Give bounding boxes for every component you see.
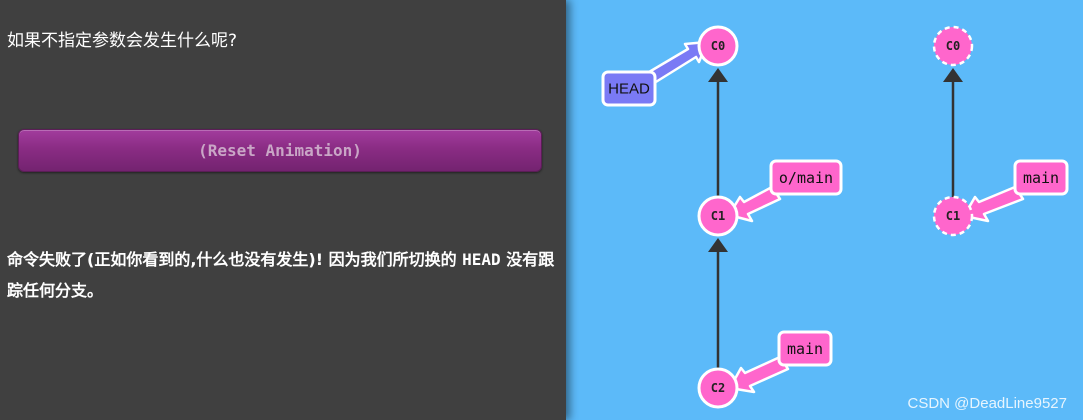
o-main-pointer-arrow — [727, 185, 782, 223]
explanation-text-part2: 没有跟踪任何分支。 — [7, 250, 555, 300]
o-main-ref-label: o/main — [779, 169, 833, 187]
commit-c0[interactable]: C0 — [697, 25, 739, 67]
o-main-ref-box[interactable] — [769, 159, 843, 196]
commit-c2-label: C2 — [711, 381, 725, 395]
main-ref-label: main — [787, 340, 823, 358]
commit-c1-node — [697, 195, 739, 237]
remote-edge-c1-c0-arrowhead — [943, 68, 963, 82]
question-text: 如果不指定参数会发生什么呢? — [7, 31, 238, 51]
commit-graph-svg: HEAD o/main main C0 C1 C2 — [601, 25, 1069, 409]
git-visualization: HEAD o/main main C0 C1 C2 — [566, 0, 1083, 420]
remote-main-ref-label: main — [1023, 169, 1059, 187]
head-ref-label: HEAD — [608, 81, 650, 98]
main-pointer-arrow — [728, 355, 790, 394]
commit-c0-label: C0 — [711, 39, 725, 53]
main-ref-box[interactable] — [777, 330, 833, 367]
remote-commit-c0-label: C0 — [946, 39, 960, 53]
watermark: CSDN @DeadLine9527 — [907, 395, 1068, 412]
head-code: HEAD — [462, 250, 501, 269]
remote-main-pointer-arrow — [962, 185, 1025, 223]
remote-commit-c1-node — [932, 195, 974, 237]
commit-c1-label: C1 — [711, 209, 725, 223]
instructions-panel: 如果不指定参数会发生什么呢? (Reset Animation) 命令失败了(正… — [7, 31, 562, 306]
explanation-text: 命令失败了(正如你看到的,什么也没有发生)! 因为我们所切换的 HEAD 没有跟… — [7, 244, 562, 306]
head-ref-box[interactable] — [601, 70, 657, 107]
remote-main-ref-box[interactable] — [1013, 159, 1069, 196]
commit-c0-node — [697, 25, 739, 67]
reset-animation-button[interactable]: (Reset Animation) — [18, 129, 542, 172]
edge-c2-c1-arrowhead — [708, 238, 728, 252]
local-repo: HEAD o/main main C0 C1 C2 — [601, 25, 843, 409]
remote-commit-c1[interactable]: C1 — [932, 195, 974, 237]
commit-c2[interactable]: C2 — [697, 367, 739, 409]
commit-c2-node — [697, 367, 739, 409]
edge-c1-c0-arrowhead — [708, 68, 728, 82]
remote-commit-c1-label: C1 — [946, 209, 960, 223]
explanation-text-part1: 命令失败了(正如你看到的,什么也没有发生)! 因为我们所切换的 — [7, 250, 463, 269]
remote-commit-c0[interactable]: C0 — [932, 25, 974, 67]
remote-repo: main C0 C1 — [932, 25, 1069, 237]
remote-commit-c0-node — [932, 25, 974, 67]
commit-c1[interactable]: C1 — [697, 195, 739, 237]
